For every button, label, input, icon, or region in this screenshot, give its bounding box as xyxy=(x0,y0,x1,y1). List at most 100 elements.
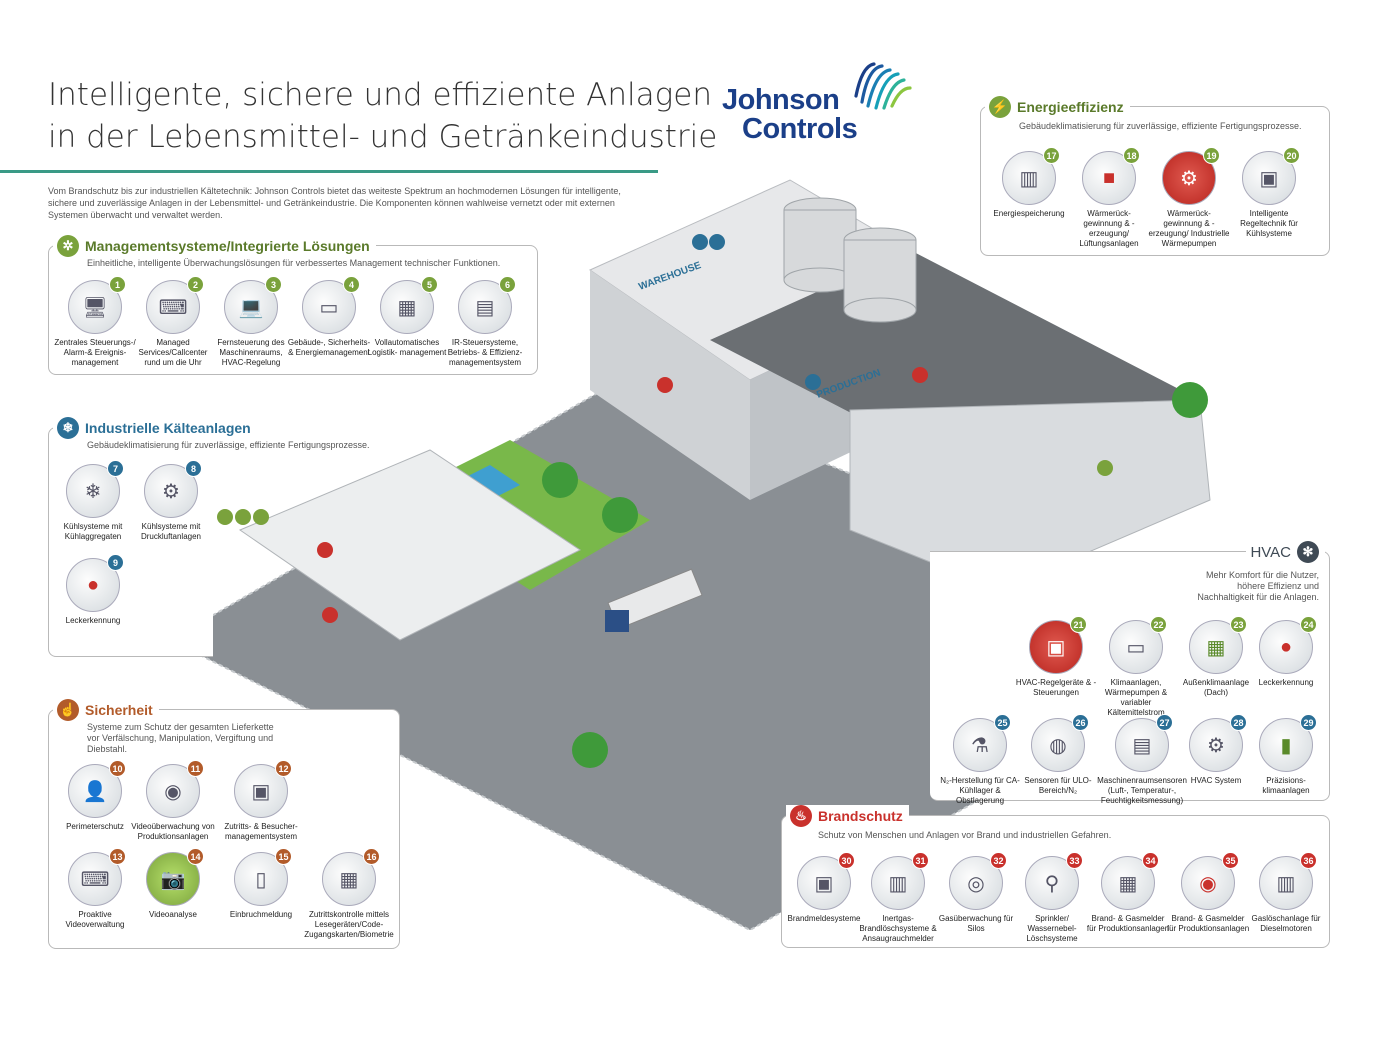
nitrogen-generator-icon: ⚗ xyxy=(971,734,989,757)
johnson-controls-logo: Johnson Controls xyxy=(722,62,912,145)
intruder-icon: 👤 xyxy=(82,780,108,803)
network-icon: ✲ xyxy=(57,235,79,257)
keypad-icon: ⌨ xyxy=(158,296,188,319)
heat-pump-icon: ⚙ xyxy=(1180,167,1198,190)
hvac-controller-icon: ▣ xyxy=(1046,636,1066,659)
panel-hvac: HVAC ✻ Mehr Komfort für die Nutzer, höhe… xyxy=(930,541,1330,805)
air-conditioner-icon: ▭ xyxy=(1126,636,1146,659)
hvac-title: HVAC xyxy=(1250,543,1291,561)
rooftop-unit-icon: ▦ xyxy=(1206,636,1226,659)
tablet-icon: ▭ xyxy=(319,296,339,319)
fan-icon: ✻ xyxy=(1297,541,1319,563)
logo-swirl-icon xyxy=(854,62,912,110)
fire-panel-icon: ▣ xyxy=(814,872,834,895)
fire-subtitle: Schutz von Menschen und Anlagen vor Bran… xyxy=(818,830,1112,840)
compressor-icon: ⚙ xyxy=(162,480,180,503)
hvac-subtitle: Mehr Komfort für die Nutzer, höhere Effi… xyxy=(1197,570,1319,602)
lightning-icon: ⚡ xyxy=(989,96,1011,118)
dome-camera-icon: ◉ xyxy=(164,780,182,803)
security-title: Sicherheit xyxy=(85,702,153,718)
extinguishing-cylinders-icon: ▥ xyxy=(1276,872,1296,895)
thermostat-icon: ▤ xyxy=(1132,734,1152,757)
video-keyboard-icon: ⌨ xyxy=(80,868,110,891)
control-screen-icon: ▤ xyxy=(475,296,495,319)
laptop-icon: 💻 xyxy=(238,296,264,319)
flame-detector-icon: ▦ xyxy=(1118,872,1138,895)
conveyor-icon: ▦ xyxy=(397,296,417,319)
cooling-subtitle: Gebäudeklimatisierung für zuverlässige, … xyxy=(87,440,370,450)
logo-line-2: Controls xyxy=(742,113,858,145)
intro-text: Vom Brandschutz bis zur industriellen Kä… xyxy=(48,186,621,220)
panel-management: ✲ Managementsysteme/Integrierte Lösungen… xyxy=(48,235,538,375)
title-line-2: in der Lebensmittel- und Getränkeindustr… xyxy=(48,119,718,155)
cooling-unit-icon: ❄ xyxy=(84,480,102,503)
fire-title: Brandschutz xyxy=(818,808,903,824)
security-subtitle: Systeme zum Schutz der gesamten Lieferke… xyxy=(87,722,274,754)
leak-detector-icon: ● xyxy=(1279,635,1293,658)
office-building xyxy=(238,449,581,641)
hvac-system-icon: ⚙ xyxy=(1207,734,1225,757)
access-panel-icon: ▦ xyxy=(339,868,359,891)
panel-fire: ♨ Brandschutz Schutz von Menschen und An… xyxy=(781,805,1330,948)
leak-detector-icon: ● xyxy=(86,573,100,596)
ventilation-unit-icon: ■ xyxy=(1102,166,1116,189)
door-sensor-icon: ▯ xyxy=(255,868,267,891)
energy-title: Energieeffizienz xyxy=(1017,99,1124,115)
gas-detector-icon: ◎ xyxy=(967,872,985,895)
controller-icon: ▣ xyxy=(1259,167,1279,190)
gas-cylinder-icon: ▥ xyxy=(888,872,908,895)
camera-icon: 📷 xyxy=(160,868,186,891)
logo-line-1: Johnson xyxy=(722,84,840,116)
page-title: Intelligente, sichere und effiziente Anl… xyxy=(48,74,717,158)
title-divider xyxy=(0,170,658,173)
management-title: Managementsysteme/Integrierte Lösungen xyxy=(85,238,370,254)
battery-storage-icon: ▥ xyxy=(1019,167,1039,190)
panel-security: ☝ Sicherheit Systeme zum Schutz der gesa… xyxy=(48,699,400,949)
flame-icon: ♨ xyxy=(790,805,812,827)
sprinkler-icon: ⚲ xyxy=(1044,872,1060,895)
management-subtitle: Einheitliche, intelligente Überwachungsl… xyxy=(87,258,501,268)
cooling-title: Industrielle Kälteanlagen xyxy=(85,420,251,436)
title-line-1: Intelligente, sichere und effiziente Anl… xyxy=(48,77,712,113)
truck-icon xyxy=(605,568,703,632)
card-reader-icon: ▣ xyxy=(251,780,271,803)
panel-energy: ⚡ Energieeffizienz Gebäudeklimatisierung… xyxy=(980,96,1330,256)
snowflake-icon: ❄ xyxy=(57,417,79,439)
smoke-detector-icon: ◉ xyxy=(1199,872,1217,895)
